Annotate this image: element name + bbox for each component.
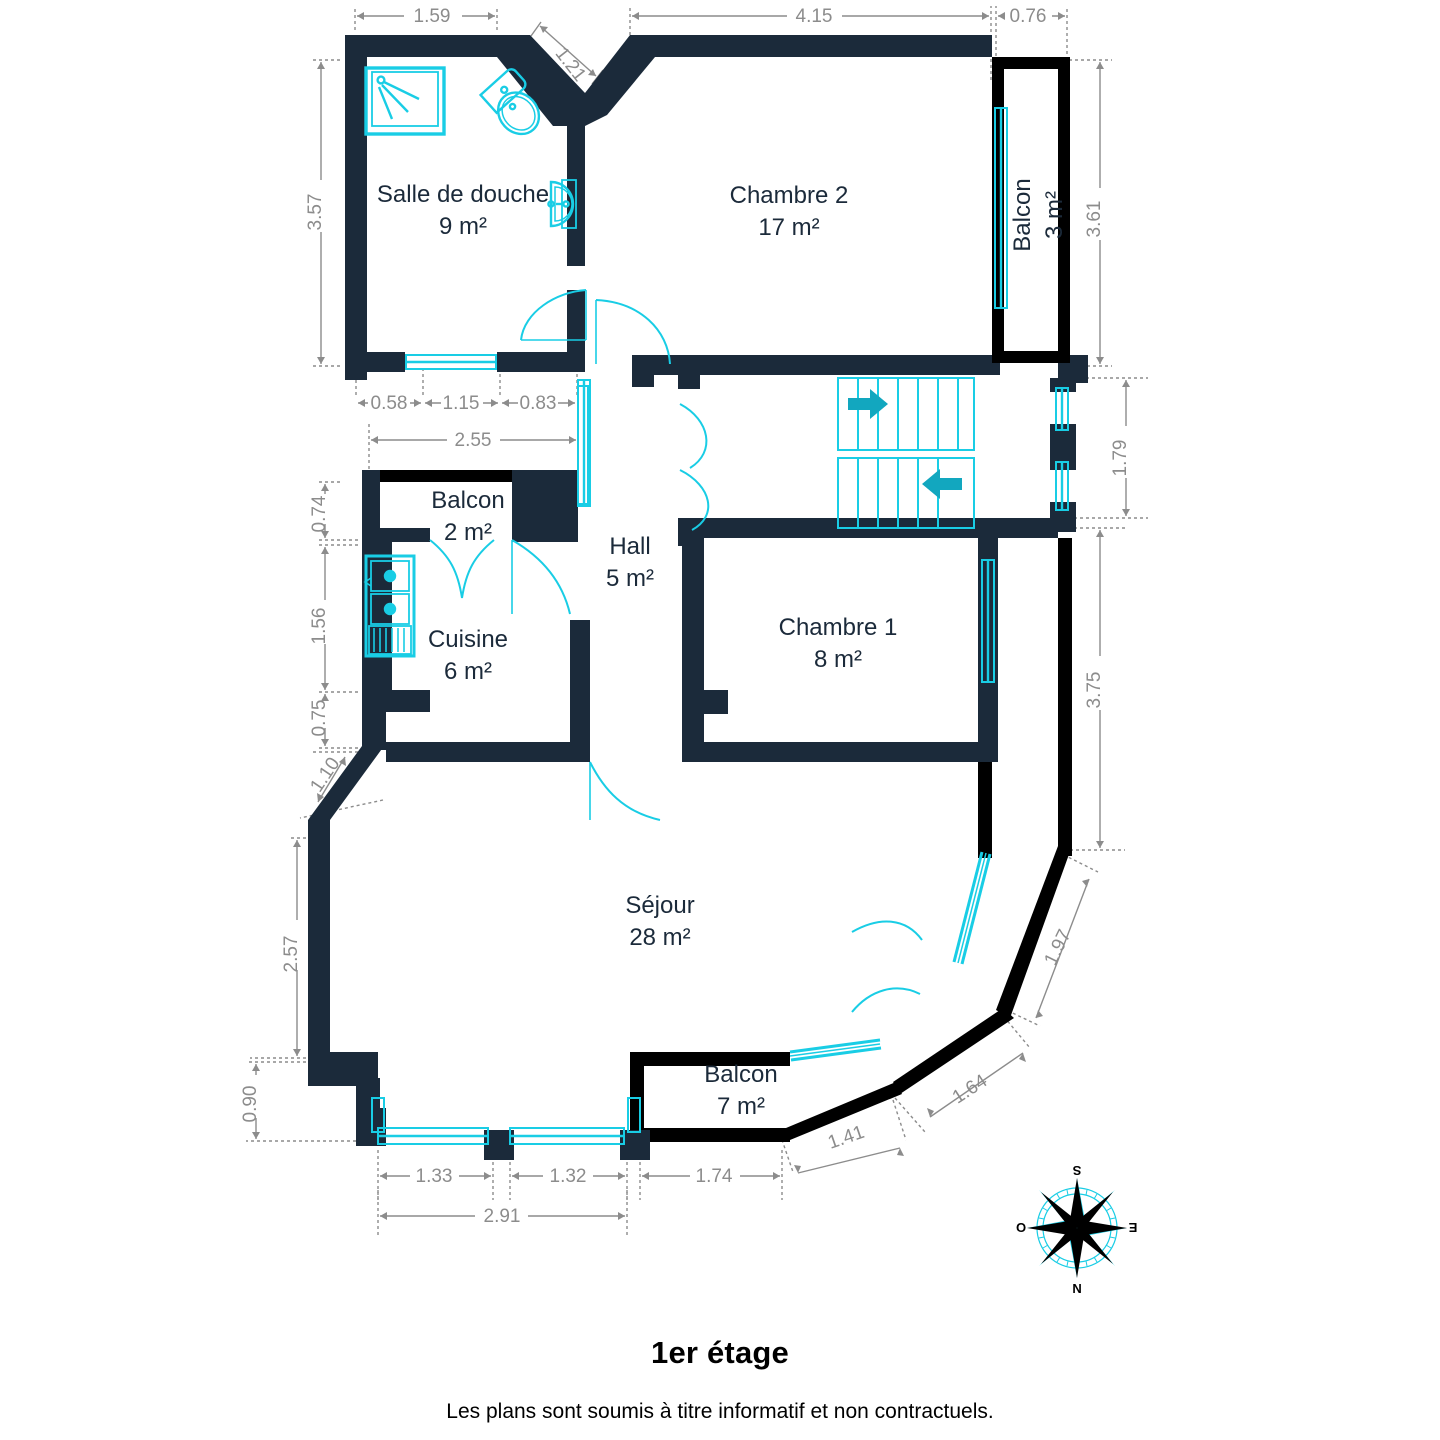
room-name: Chambre 2 bbox=[730, 182, 849, 209]
window-balcony-diagonal-upper bbox=[952, 851, 992, 965]
dim-3-75: 3.75 bbox=[1084, 672, 1105, 709]
stairs-down bbox=[837, 457, 975, 529]
dim-3-57: 3.57 bbox=[305, 194, 326, 231]
toilet-icon bbox=[478, 68, 541, 136]
dim-0-75: 0.75 bbox=[309, 700, 330, 737]
room-label-hall: Hall 5 m² bbox=[606, 533, 654, 592]
dim-0-90: 0.90 bbox=[240, 1086, 261, 1123]
dim-1-56: 1.56 bbox=[309, 608, 330, 645]
room-label-chambre-1: Chambre 1 8 m² bbox=[779, 614, 898, 673]
dim-0-74: 0.74 bbox=[309, 495, 330, 532]
dim-1-15: 1.15 bbox=[443, 393, 480, 414]
room-area: 3 m² bbox=[1041, 191, 1068, 239]
sink-basin-icon bbox=[547, 179, 577, 229]
dim-0-76: 0.76 bbox=[1010, 6, 1047, 27]
dim-2-57: 2.57 bbox=[281, 936, 302, 973]
dim-1-33: 1.33 bbox=[416, 1166, 453, 1187]
dim-0-58: 0.58 bbox=[371, 393, 408, 414]
door-swings bbox=[429, 289, 923, 1013]
kitchen-sink-icon bbox=[363, 554, 416, 658]
window-douche bbox=[405, 354, 497, 370]
dim-1-64: 1.64 bbox=[949, 1070, 992, 1108]
room-name: Balcon bbox=[431, 487, 504, 514]
window-chambre1 bbox=[981, 559, 995, 683]
room-area: 7 m² bbox=[717, 1093, 765, 1120]
window-stair-upper bbox=[1055, 387, 1069, 431]
dim-1-41: 1.41 bbox=[825, 1122, 867, 1154]
dim-1-59: 1.59 bbox=[414, 6, 451, 27]
room-name: Salle de douche bbox=[377, 181, 549, 208]
stove-icon bbox=[368, 625, 412, 655]
openings-and-fixtures bbox=[363, 66, 1069, 1145]
room-name: Balcon bbox=[1009, 178, 1036, 251]
window-stair-lower bbox=[1055, 461, 1069, 511]
dim-0-83: 0.83 bbox=[520, 393, 557, 414]
window-balcon-cuisine bbox=[577, 385, 589, 505]
stairs-up bbox=[837, 377, 975, 451]
room-area: 17 m² bbox=[758, 214, 819, 241]
room-label-sejour: Séjour 28 m² bbox=[625, 892, 694, 951]
dimension-lines bbox=[246, 6, 1148, 1238]
room-name: Séjour bbox=[625, 892, 694, 919]
room-area: 8 m² bbox=[814, 646, 862, 673]
window-balcony-diagonal-lower bbox=[789, 1038, 882, 1062]
walls bbox=[308, 35, 1088, 1160]
room-area: 2 m² bbox=[444, 519, 492, 546]
stair-arrow-up bbox=[848, 389, 888, 419]
dim-1-79: 1.79 bbox=[1110, 440, 1131, 477]
dim-1-32: 1.32 bbox=[550, 1166, 587, 1187]
dim-4-15: 4.15 bbox=[796, 6, 833, 27]
room-label-balcon-cuisine: Balcon 2 m² bbox=[431, 487, 504, 546]
page-title: 1er étage bbox=[651, 1335, 789, 1370]
room-label-salle-de-douche: Salle de douche 9 m² bbox=[377, 181, 549, 240]
dim-1-74: 1.74 bbox=[696, 1166, 733, 1187]
room-area: 28 m² bbox=[629, 924, 690, 951]
disclaimer-text: Les plans sont soumis à titre informatif… bbox=[446, 1400, 994, 1423]
shower-icon bbox=[364, 66, 446, 136]
room-name: Hall bbox=[609, 533, 650, 560]
compass-east: E bbox=[1128, 1220, 1137, 1235]
compass-north: N bbox=[1072, 1281, 1081, 1296]
room-area: 9 m² bbox=[439, 213, 487, 240]
room-name: Chambre 1 bbox=[779, 614, 898, 641]
dim-1-97: 1.97 bbox=[1041, 926, 1076, 968]
room-label-chambre-2: Chambre 2 17 m² bbox=[730, 182, 849, 241]
compass-rose: N S E O bbox=[1016, 1163, 1137, 1296]
room-label-cuisine: Cuisine 6 m² bbox=[428, 626, 508, 685]
room-area: 5 m² bbox=[606, 565, 654, 592]
stair-arrow-down bbox=[922, 469, 962, 499]
window-balcon-chambre2 bbox=[994, 107, 1008, 309]
room-label-balcon-sejour: Balcon 7 m² bbox=[704, 1061, 777, 1120]
dim-2-91: 2.91 bbox=[484, 1206, 521, 1227]
dim-2-55: 2.55 bbox=[455, 430, 492, 451]
window-balcon-sejour-bottom bbox=[371, 1097, 641, 1145]
compass-west: O bbox=[1016, 1220, 1026, 1235]
room-name: Cuisine bbox=[428, 626, 508, 653]
room-area: 6 m² bbox=[444, 658, 492, 685]
room-name: Balcon bbox=[704, 1061, 777, 1088]
compass-south: S bbox=[1072, 1163, 1081, 1178]
dim-3-61: 3.61 bbox=[1084, 201, 1105, 238]
